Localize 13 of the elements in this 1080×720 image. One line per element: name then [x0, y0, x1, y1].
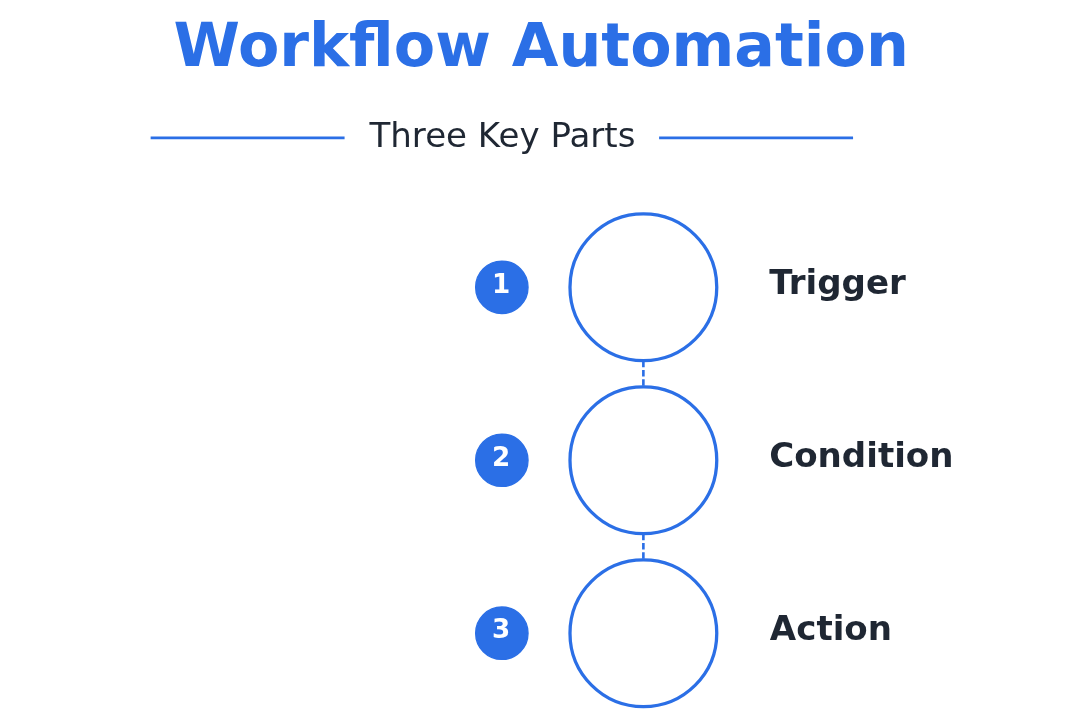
node-label: Condition [768, 435, 954, 476]
node-circle: 1 [474, 260, 529, 315]
node-circle [567, 558, 718, 709]
label: Three Key Parts [368, 115, 635, 156]
connector [641, 533, 645, 560]
diagram-title: Workflow Automation [173, 9, 909, 80]
node-circle: 3 [474, 606, 529, 661]
node-circle [567, 212, 718, 363]
connector [641, 360, 645, 387]
node-circle: 2 [474, 433, 529, 488]
node-circle [567, 385, 718, 536]
node-label: Action [769, 608, 892, 649]
node-label: Trigger [768, 262, 906, 303]
